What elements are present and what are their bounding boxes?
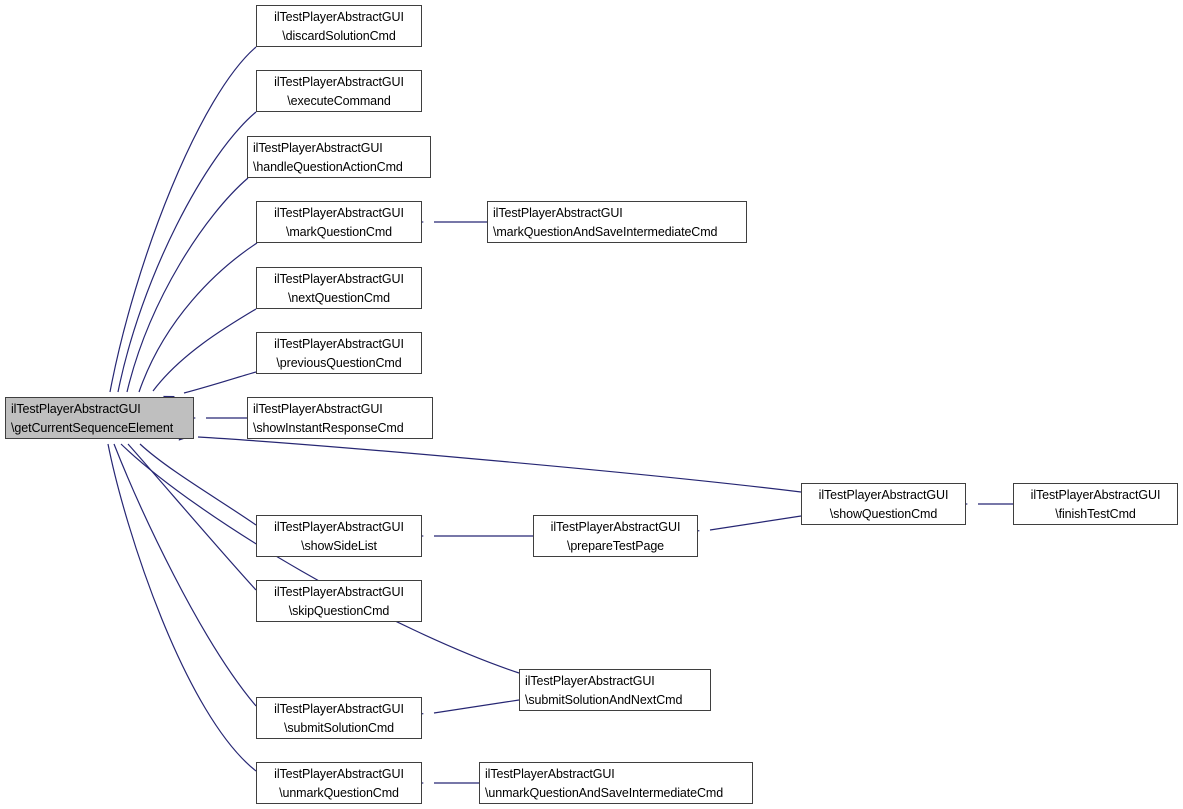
node-label-line1: ilTestPlayerAbstractGUI bbox=[493, 205, 623, 220]
edge-line bbox=[197, 436, 802, 493]
edge-unmarkQuestionCmd-to-getCurrentSequenceElement bbox=[100, 426, 257, 772]
edge-line bbox=[709, 515, 802, 531]
edge-nextQuestionCmd-to-getCurrentSequenceElement bbox=[143, 308, 257, 409]
node-label-line1: ilTestPlayerAbstractGUI bbox=[274, 205, 404, 220]
edge-markQuestionAndSaveIntermediateCmd-to-markQuestionCmd bbox=[413, 217, 487, 227]
node-label-line1: ilTestPlayerAbstractGUI bbox=[274, 519, 404, 534]
node-label-line2: \unmarkQuestionAndSaveIntermediateCmd bbox=[485, 785, 724, 800]
node-label-line2: \getCurrentSequenceElement bbox=[11, 420, 174, 435]
edge-line bbox=[120, 443, 520, 674]
node-label-line2: \markQuestionCmd bbox=[285, 224, 393, 239]
edge-line bbox=[152, 308, 257, 392]
edge-submitSolutionCmd-to-getCurrentSequenceElement bbox=[102, 426, 257, 707]
node-label-line2: \showInstantResponseCmd bbox=[253, 420, 404, 435]
edge-prepareTestPage-to-showSideList bbox=[413, 531, 533, 541]
edge-line bbox=[107, 443, 257, 772]
node-label-line2: \handleQuestionActionCmd bbox=[253, 159, 403, 174]
node-markQuestionCmd[interactable]: ilTestPlayerAbstractGUI \markQuestionCmd bbox=[256, 201, 422, 243]
edge-executeCommand-to-getCurrentSequenceElement bbox=[111, 111, 257, 410]
node-label-line1: ilTestPlayerAbstractGUI bbox=[274, 9, 404, 24]
edge-showQuestionCmd-to-getCurrentSequenceElement bbox=[178, 432, 802, 493]
node-finishTestCmd[interactable]: ilTestPlayerAbstractGUI \finishTestCmd bbox=[1013, 483, 1178, 525]
node-label-line2: \showSideList bbox=[301, 538, 377, 553]
node-markQuestionAndSaveIntermediateCmd[interactable]: ilTestPlayerAbstractGUI \markQuestionAndS… bbox=[487, 201, 747, 243]
edge-line bbox=[127, 443, 257, 591]
edge-unmarkQuestionAndSaveIntermediateCmd-to-unmarkQuestionCmd bbox=[413, 778, 479, 788]
node-submitSolutionCmd[interactable]: ilTestPlayerAbstractGUI \submitSolutionCm… bbox=[256, 697, 422, 739]
node-unmarkQuestionAndSaveIntermediateCmd[interactable]: ilTestPlayerAbstractGUI \unmarkQuestionAn… bbox=[479, 762, 753, 804]
edge-handleQuestionActionCmd-to-getCurrentSequenceElement bbox=[119, 177, 249, 410]
node-label-line2: \markQuestionAndSaveIntermediateCmd bbox=[493, 224, 718, 239]
node-label-line2: \previousQuestionCmd bbox=[276, 355, 402, 370]
node-label-line2: \submitSolutionAndNextCmd bbox=[525, 692, 683, 707]
node-nextQuestionCmd[interactable]: ilTestPlayerAbstractGUI \nextQuestionCmd bbox=[256, 267, 422, 309]
edge-line bbox=[138, 242, 258, 393]
edge-line bbox=[113, 443, 257, 707]
node-label-line2: \nextQuestionCmd bbox=[288, 290, 390, 305]
node-showSideList[interactable]: ilTestPlayerAbstractGUI \showSideList bbox=[256, 515, 422, 557]
node-label-line1: ilTestPlayerAbstractGUI bbox=[253, 401, 383, 416]
edge-line bbox=[183, 371, 257, 394]
node-showInstantResponseCmd[interactable]: ilTestPlayerAbstractGUI \showInstantRespo… bbox=[247, 397, 433, 439]
node-label-line1: ilTestPlayerAbstractGUI bbox=[11, 401, 141, 416]
node-handleQuestionActionCmd[interactable]: ilTestPlayerAbstractGUI \handleQuestionAc… bbox=[247, 136, 431, 178]
node-unmarkQuestionCmd[interactable]: ilTestPlayerAbstractGUI \unmarkQuestionCm… bbox=[256, 762, 422, 804]
edge-line bbox=[126, 177, 249, 393]
edge-showQuestionCmd-to-prepareTestPage bbox=[688, 515, 802, 534]
edge-line bbox=[139, 443, 257, 526]
node-skipQuestionCmd[interactable]: ilTestPlayerAbstractGUI \skipQuestionCmd bbox=[256, 580, 422, 622]
edge-line bbox=[117, 111, 257, 393]
node-label-line2: \unmarkQuestionCmd bbox=[279, 785, 399, 800]
node-label-line2: \submitSolutionCmd bbox=[283, 720, 395, 735]
edge-showInstantResponseCmd-to-getCurrentSequenceElement bbox=[185, 413, 247, 423]
node-submitSolutionAndNextCmd[interactable]: ilTestPlayerAbstractGUI \submitSolutionAn… bbox=[519, 669, 711, 711]
node-label-line1: ilTestPlayerAbstractGUI bbox=[1030, 487, 1161, 502]
node-getCurrentSequenceElement[interactable]: ilTestPlayerAbstractGUI \getCurrentSequen… bbox=[5, 397, 194, 439]
node-label-line1: ilTestPlayerAbstractGUI bbox=[274, 336, 404, 351]
node-label-line2: \discardSolutionCmd bbox=[282, 28, 396, 43]
edge-line bbox=[109, 46, 257, 393]
node-executeCommand[interactable]: ilTestPlayerAbstractGUI \executeCommand bbox=[256, 70, 422, 112]
node-label-line1: ilTestPlayerAbstractGUI bbox=[274, 766, 404, 781]
node-prepareTestPage[interactable]: ilTestPlayerAbstractGUI \prepareTestPage bbox=[533, 515, 698, 557]
node-previousQuestionCmd[interactable]: ilTestPlayerAbstractGUI \previousQuestion… bbox=[256, 332, 422, 374]
node-label-line2: \executeCommand bbox=[287, 93, 391, 108]
node-label-line2: \showQuestionCmd bbox=[829, 506, 938, 521]
node-label-line1: ilTestPlayerAbstractGUI bbox=[274, 271, 404, 286]
node-label-line1: ilTestPlayerAbstractGUI bbox=[274, 74, 404, 89]
node-discardSolutionCmd[interactable]: ilTestPlayerAbstractGUI \discardSolutionC… bbox=[256, 5, 422, 47]
node-label-line2: \prepareTestPage bbox=[566, 538, 665, 553]
node-label-line1: ilTestPlayerAbstractGUI bbox=[274, 584, 404, 599]
edge-markQuestionCmd-to-getCurrentSequenceElement bbox=[131, 242, 258, 410]
node-label-line1: ilTestPlayerAbstractGUI bbox=[818, 487, 949, 502]
edge-submitSolutionAndNextCmd-to-submitSolutionCmd bbox=[412, 699, 520, 717]
node-showQuestionCmd[interactable]: ilTestPlayerAbstractGUI \showQuestionCmd bbox=[801, 483, 966, 525]
node-label-line2: \finishTestCmd bbox=[1055, 506, 1136, 521]
node-label-line1: ilTestPlayerAbstractGUI bbox=[253, 140, 383, 155]
node-label-line1: ilTestPlayerAbstractGUI bbox=[274, 701, 404, 716]
node-label-line1: ilTestPlayerAbstractGUI bbox=[525, 673, 655, 688]
edge-skipQuestionCmd-to-getCurrentSequenceElement bbox=[112, 427, 257, 591]
edge-discardSolutionCmd-to-getCurrentSequenceElement bbox=[103, 46, 257, 410]
node-label-line2: \skipQuestionCmd bbox=[288, 603, 390, 618]
node-label-line1: ilTestPlayerAbstractGUI bbox=[485, 766, 615, 781]
edge-showSideList-to-getCurrentSequenceElement bbox=[123, 428, 257, 526]
edge-line bbox=[433, 699, 520, 714]
node-label-line1: ilTestPlayerAbstractGUI bbox=[550, 519, 681, 534]
